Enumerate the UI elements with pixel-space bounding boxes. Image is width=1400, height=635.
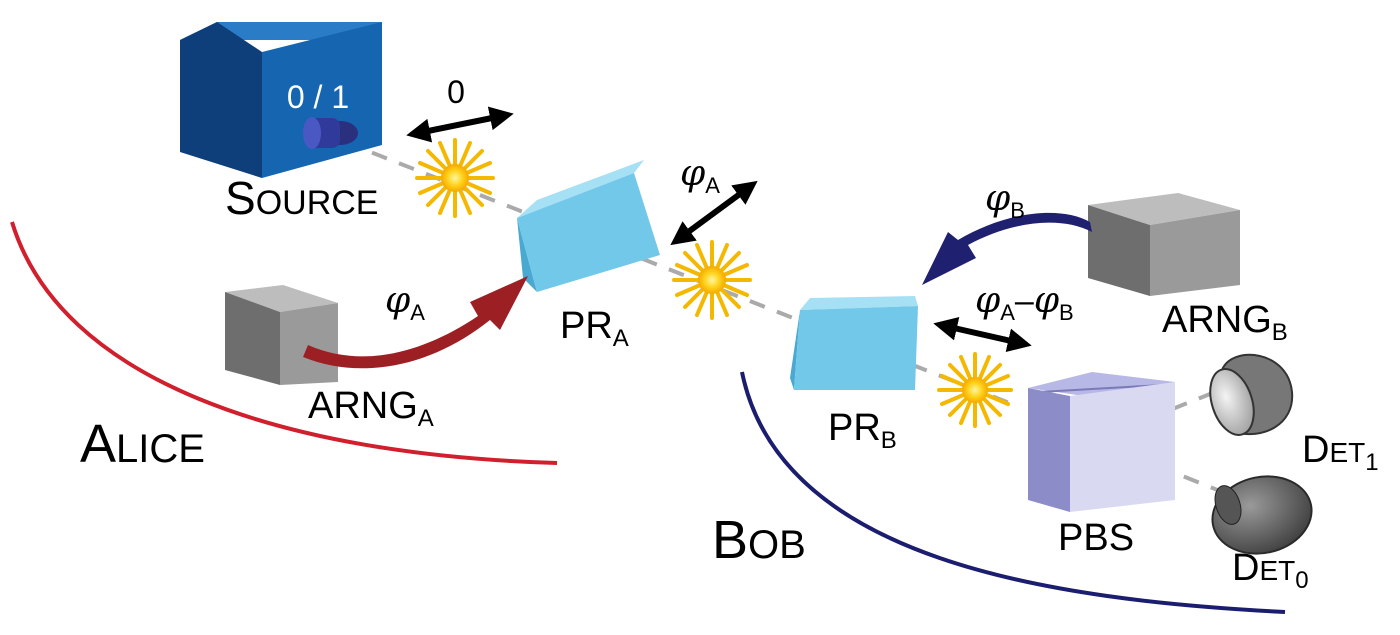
rotator-A-top bbox=[517, 160, 644, 218]
rotated-polarization-arrow bbox=[670, 180, 758, 246]
photon-1-icon bbox=[415, 138, 495, 218]
bob-label-rest: OB bbox=[748, 523, 806, 567]
source-label-initial: S bbox=[225, 172, 256, 224]
arng-B-arrow-phi: φ bbox=[985, 178, 1011, 219]
arng-B-side bbox=[1088, 205, 1150, 296]
rotator-A-front bbox=[517, 173, 660, 292]
source-side-face bbox=[180, 22, 262, 178]
rotated-polarization-label: φA bbox=[680, 153, 720, 198]
pbs-side bbox=[1028, 388, 1070, 512]
difference-dash: – bbox=[1015, 282, 1034, 320]
difference-polarization-label: φA–φB bbox=[975, 280, 1074, 325]
rotator-B-label-sub: B bbox=[881, 427, 897, 454]
difference-sub-B: B bbox=[1059, 300, 1074, 325]
source-device: 0 / 1 bbox=[180, 22, 382, 178]
alice-boundary-curve bbox=[10, 221, 558, 465]
pbs-top bbox=[1028, 372, 1175, 400]
difference-phi-A: φ bbox=[975, 280, 1001, 321]
arng-A-label-main: ARNG bbox=[308, 385, 418, 427]
arng-B-control-arrow bbox=[922, 212, 1092, 285]
bob-boundary-curve bbox=[740, 371, 1286, 614]
pbs-top-splitter-line bbox=[1039, 384, 1163, 393]
arng-B-label: ARNGB bbox=[1162, 299, 1288, 346]
arng-A-label-sub: A bbox=[418, 405, 434, 432]
detector-0-icon bbox=[1211, 475, 1313, 555]
arng-B-label-sub: B bbox=[1272, 319, 1288, 346]
arng-B-front bbox=[1150, 210, 1240, 296]
source-label: SOURCE bbox=[225, 172, 378, 224]
arng-A-device bbox=[225, 285, 338, 385]
detector-0-label-initial: D bbox=[1232, 547, 1259, 589]
bob-label-initial: B bbox=[712, 510, 748, 570]
rotator-A bbox=[517, 160, 660, 292]
arng-B-label-main: ARNG bbox=[1162, 299, 1272, 341]
arng-A-control-arrow bbox=[303, 276, 528, 369]
detector-1-label-initial: D bbox=[1302, 429, 1329, 471]
rotator-A-label-main: PR bbox=[560, 305, 613, 347]
rotator-B-label-main: PR bbox=[828, 407, 881, 449]
arng-A-label: ARNGA bbox=[308, 385, 434, 432]
detector-0-label-sub: 0 bbox=[1295, 567, 1308, 594]
difference-sub-A: A bbox=[1000, 300, 1015, 325]
arng-B-top bbox=[1088, 193, 1240, 225]
detector-1-icon bbox=[1209, 353, 1294, 436]
detector-0-label: DET0 bbox=[1232, 547, 1309, 594]
alice-label-initial: A bbox=[80, 414, 116, 474]
arng-A-arrow-sub: A bbox=[410, 300, 425, 325]
arng-A-front bbox=[280, 303, 338, 385]
rotator-B bbox=[790, 296, 918, 390]
photon-3-icon bbox=[937, 352, 1013, 428]
detector-0-label-rest: ET bbox=[1259, 555, 1295, 586]
detector-1-label-sub: 1 bbox=[1365, 449, 1378, 476]
rotator-A-label: PRA bbox=[560, 305, 629, 352]
source-polarization-label: 0 bbox=[447, 74, 465, 110]
arng-B-arrow-label: φB bbox=[985, 178, 1025, 223]
source-polarization-arrow bbox=[406, 106, 514, 143]
detector-1-label: DET1 bbox=[1302, 429, 1379, 476]
arng-A-arrow-label: φA bbox=[385, 280, 425, 325]
rotator-A-label-sub: A bbox=[613, 325, 629, 352]
rotated-polarization-sub: A bbox=[705, 173, 720, 198]
rotator-B-label: PRB bbox=[828, 407, 897, 454]
arng-A-side bbox=[225, 292, 280, 385]
arng-B-arrow-sub: B bbox=[1010, 198, 1025, 223]
pbs-front bbox=[1070, 382, 1175, 512]
arng-B-device bbox=[1088, 193, 1240, 296]
bob-label: BOB bbox=[712, 510, 806, 570]
rotator-B-side bbox=[790, 310, 800, 390]
arng-A-arrow-phi: φ bbox=[385, 280, 411, 321]
pbs-label: PBS bbox=[1058, 517, 1134, 559]
rotator-B-front bbox=[794, 306, 918, 390]
difference-phi-B: φ bbox=[1034, 280, 1060, 321]
photon-2-icon bbox=[672, 240, 752, 320]
arng-A-top bbox=[225, 285, 338, 312]
source-emitter-icon bbox=[303, 117, 358, 149]
rotator-B-top bbox=[800, 296, 918, 310]
rotated-polarization-phi: φ bbox=[680, 153, 706, 194]
source-switch-label: 0 / 1 bbox=[287, 79, 349, 115]
difference-polarization-arrow bbox=[933, 316, 1032, 353]
alice-label: ALICE bbox=[80, 414, 205, 474]
detector-1-label-rest: ET bbox=[1329, 437, 1365, 468]
alice-label-rest: LICE bbox=[116, 427, 205, 471]
source-label-rest: OURCE bbox=[256, 184, 379, 222]
pbs-cube bbox=[1028, 372, 1175, 512]
